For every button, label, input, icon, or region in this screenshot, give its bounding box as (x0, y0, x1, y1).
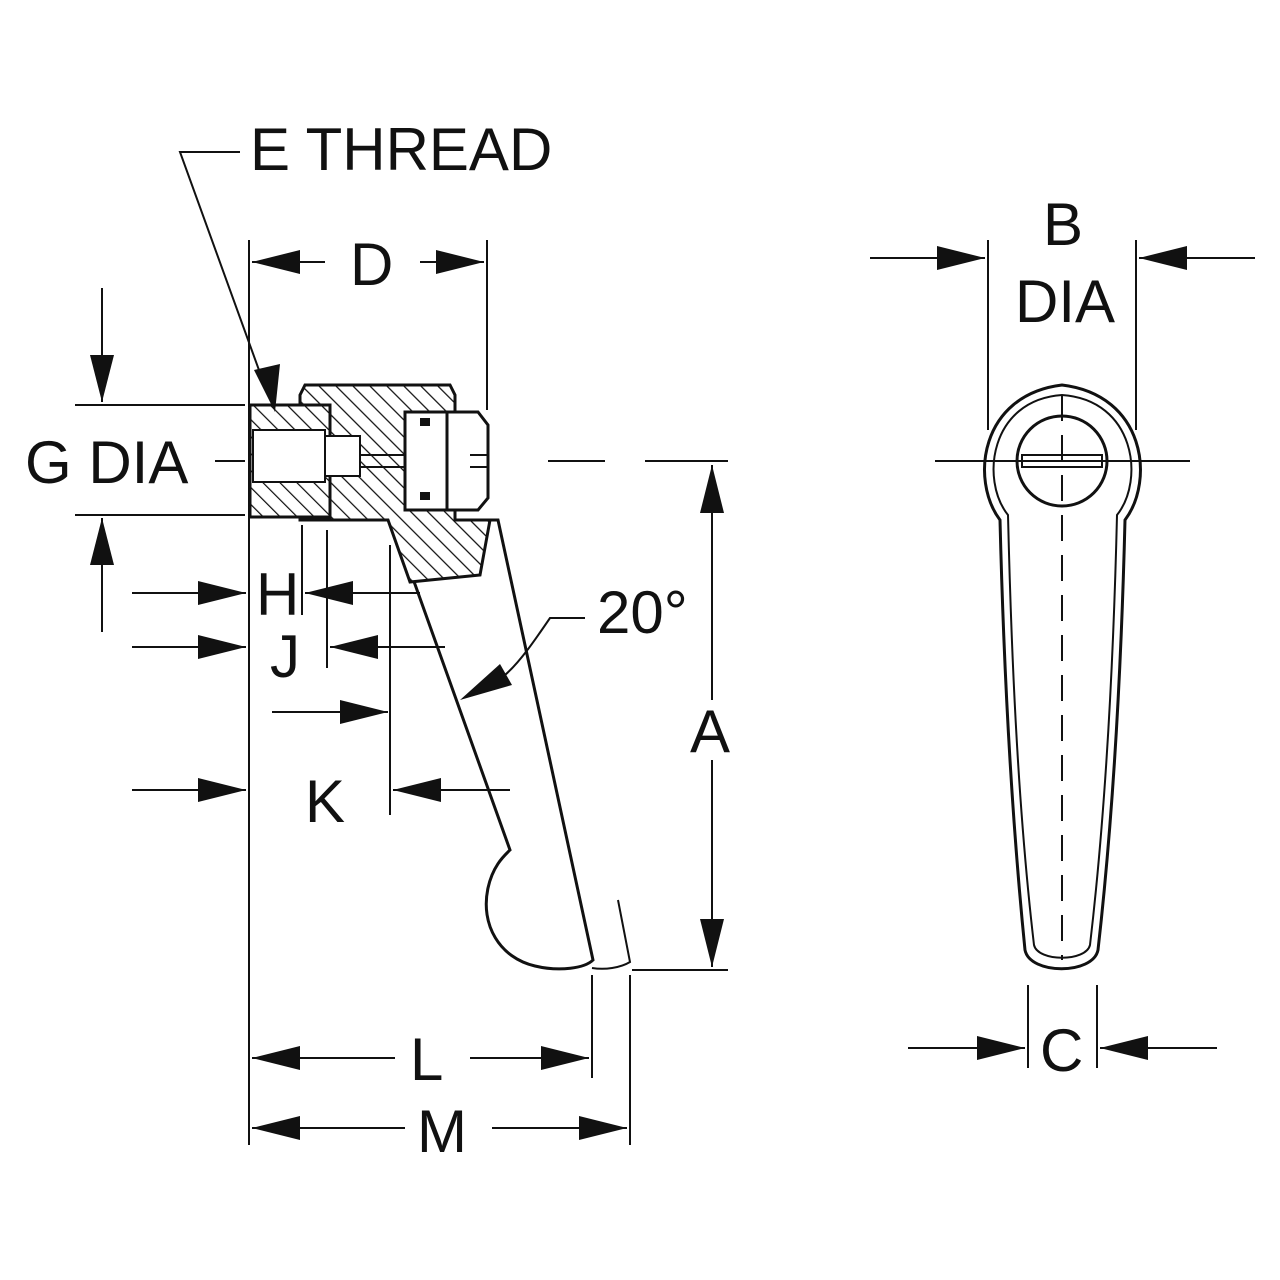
pin-bottom (420, 492, 430, 500)
d-arrow-right (436, 250, 484, 274)
l-label: L (410, 1026, 443, 1093)
a-arrow-bottom (700, 919, 724, 967)
front-view: B DIA C (870, 191, 1255, 1084)
angle-leader (504, 617, 585, 676)
e-thread-leader (178, 151, 269, 396)
d-label: D (350, 231, 393, 298)
lever-handle (389, 518, 595, 971)
e-thread-label: E THREAD (250, 116, 552, 183)
lever-tip-detail (591, 899, 632, 970)
c-arrow-right (1100, 1036, 1148, 1060)
e-thread-arrow (254, 364, 280, 412)
d-arrow-left (252, 250, 300, 274)
m-label: M (417, 1098, 467, 1165)
b-dia-label: DIA (1015, 268, 1115, 335)
m-arrow-right (579, 1116, 627, 1140)
bore-step (324, 435, 361, 477)
a-arrow-top (700, 465, 724, 513)
g-dia-label: G DIA (25, 429, 188, 496)
c-label: C (1040, 1017, 1083, 1084)
j-arrow-right (330, 635, 378, 659)
bore (252, 429, 326, 483)
j-label: J (270, 623, 300, 690)
l-arrow-right (541, 1046, 589, 1070)
h-arrow-right (305, 581, 353, 605)
side-view: E THREAD D G DIA H J K (25, 116, 730, 1165)
b-arrow-right (1139, 246, 1187, 270)
angle-arrow (460, 664, 512, 700)
k-arrow-left (198, 778, 246, 802)
j-arrow-left (198, 635, 246, 659)
b-label: B (1043, 191, 1083, 258)
pin-top (420, 418, 430, 426)
l-arrow-left (252, 1046, 300, 1070)
g-arrow-bottom (90, 518, 114, 565)
h-arrow-left (198, 581, 246, 605)
lever-outline-outer (983, 383, 1142, 971)
k-arrow-top (340, 700, 388, 724)
k-label: K (305, 768, 345, 835)
h-label: H (256, 561, 299, 628)
g-arrow-top (90, 355, 114, 402)
a-label: A (690, 698, 730, 765)
lever-outline-inner (992, 393, 1133, 959)
screw-head (445, 410, 490, 512)
b-arrow-left (937, 246, 985, 270)
m-arrow-left (252, 1116, 300, 1140)
k-arrow-right (393, 778, 441, 802)
angle-label: 20° (597, 579, 688, 646)
c-arrow-left (977, 1036, 1025, 1060)
